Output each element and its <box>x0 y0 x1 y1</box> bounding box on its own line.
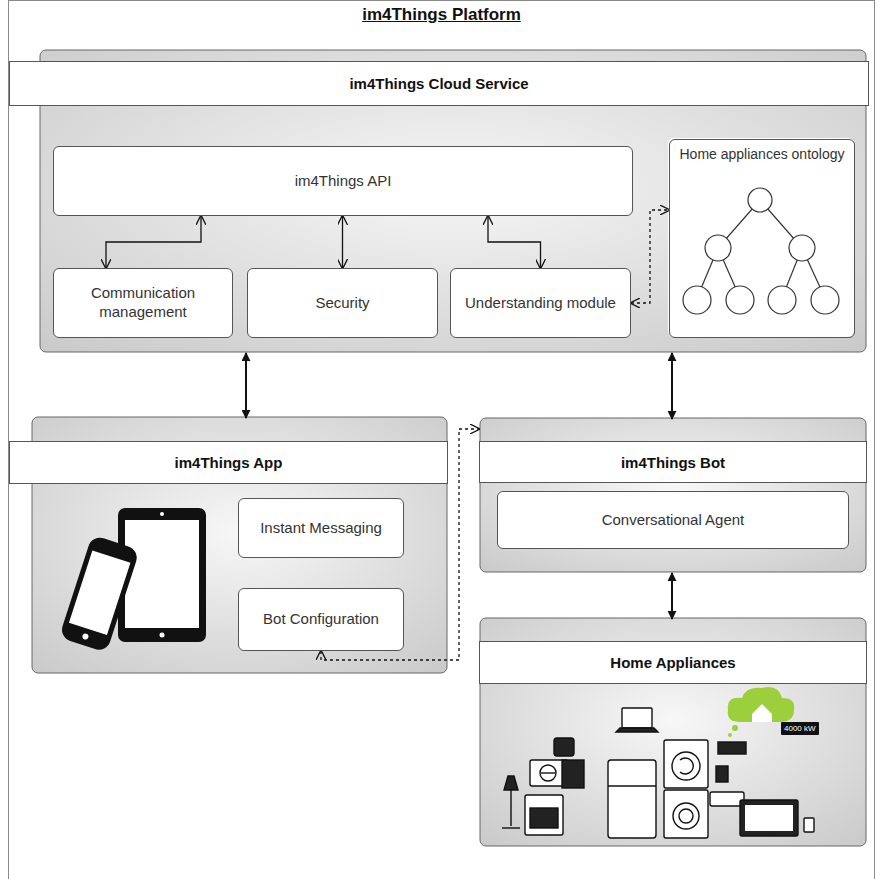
module-box: Communication management <box>53 268 233 338</box>
feature-box: Bot Configuration <box>238 588 404 651</box>
connector-arrow <box>671 353 673 419</box>
box-text: Conversational Agent <box>602 511 745 530</box>
api-box: im4Things API <box>53 146 633 216</box>
connector-arrow <box>245 353 247 418</box>
box-text: Bot Configuration <box>263 610 379 629</box>
panel-header: im4Things Bot <box>479 441 867 483</box>
box-text: Instant Messaging <box>260 519 382 538</box>
module-box: Understanding module <box>450 268 631 338</box>
bot-panel: im4Things BotConversational Agent <box>479 419 867 573</box>
feature-box: Instant Messaging <box>238 498 404 558</box>
power-callout: 4000 kW <box>781 722 819 735</box>
app-panel: im4Things AppInstant MessagingBot Config… <box>9 418 448 674</box>
appliances-illustration <box>502 687 814 838</box>
ontology-title: Home appliances ontology <box>676 146 848 164</box>
box-text: im4Things API <box>295 172 392 191</box>
dashed-connector <box>631 210 669 303</box>
connector-arrow <box>342 216 343 268</box>
panel-header: Home Appliances <box>479 641 867 684</box>
phone-icon <box>59 535 140 653</box>
ontology-ground <box>668 138 854 337</box>
panel-header: im4Things Cloud Service <box>9 61 869 106</box>
connector-arrow <box>488 216 541 268</box>
box-text: Understanding module <box>465 294 616 313</box>
box-text: Security <box>315 294 369 313</box>
connector-arrow <box>671 573 673 619</box>
ontology-tree <box>683 188 839 314</box>
module-box: Security <box>247 268 438 338</box>
panel-header: im4Things App <box>9 441 448 484</box>
platform-title: im4Things Platform <box>9 5 874 25</box>
box-text: Communication management <box>62 284 224 322</box>
platform-frame: im4Things Platform im4Things Cloud Servic… <box>8 0 875 879</box>
agent-box: Conversational Agent <box>497 491 849 549</box>
ontology-box: Home appliances ontology <box>669 139 855 338</box>
cloud-panel: im4Things Cloud Service im4Things API Comm… <box>9 49 869 353</box>
connector-arrow <box>106 216 201 268</box>
